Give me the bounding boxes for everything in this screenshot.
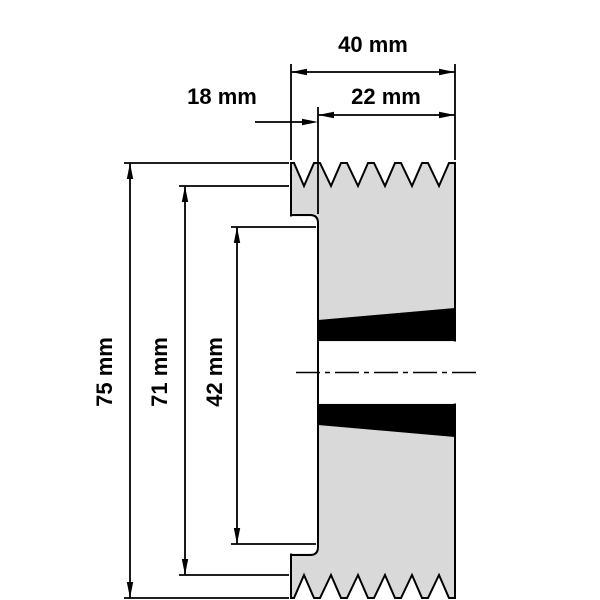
taper-bush-lower-section	[318, 405, 455, 437]
dimension-offset-width: 18 mm	[187, 84, 318, 126]
dimension-datum-diameter: 71 mm	[147, 186, 189, 575]
arrowhead-down-icon	[233, 528, 241, 544]
dim-offset-width-label: 18 mm	[187, 84, 257, 109]
extension-lines	[124, 64, 456, 599]
dim-bore-length-label: 42 mm	[202, 337, 227, 407]
arrowhead-right-icon	[439, 111, 455, 119]
arrowhead-down-icon	[181, 559, 189, 575]
arrowhead-up-icon	[233, 227, 241, 243]
dimension-bore-length: 42 mm	[202, 227, 241, 544]
dimension-total-width: 40 mm	[291, 32, 455, 76]
dim-datum-diameter-label: 71 mm	[147, 337, 172, 407]
bush-recess-outline	[291, 214, 319, 556]
arrowhead-down-icon	[126, 582, 134, 598]
taper-bush-upper-section	[318, 308, 455, 340]
pulley-section	[287, 162, 477, 599]
dim-total-width-label: 40 mm	[338, 32, 408, 57]
arrowhead-left-icon	[318, 111, 334, 119]
arrowhead-up-icon	[181, 186, 189, 202]
dim-bush-width-label: 22 mm	[351, 84, 421, 109]
arrowhead-left-icon	[291, 68, 307, 76]
dim-outer-diameter-label: 75 mm	[92, 337, 117, 407]
arrowhead-right-icon	[439, 68, 455, 76]
dimension-bush-width: 22 mm	[318, 84, 455, 119]
bush-recess	[287, 216, 317, 554]
arrowhead-right-icon	[302, 118, 318, 126]
arrowhead-up-icon	[126, 163, 134, 179]
dimension-outer-diameter: 75 mm	[92, 163, 134, 598]
